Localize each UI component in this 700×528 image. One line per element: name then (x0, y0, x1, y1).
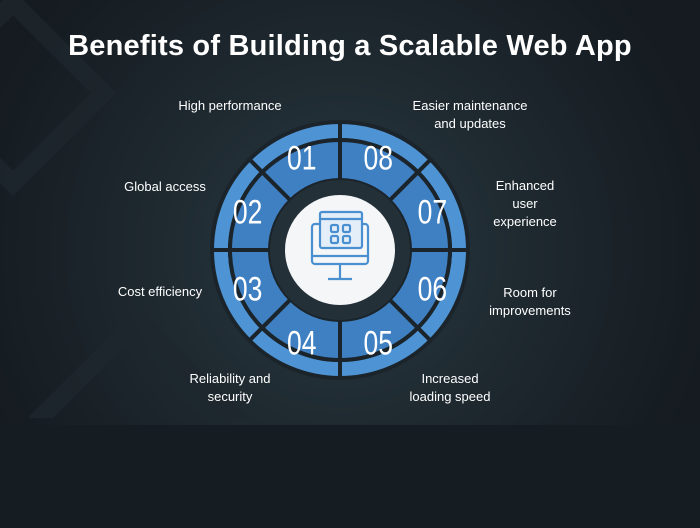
segment-number-08: 08 (364, 140, 394, 178)
segment-number-07: 07 (418, 194, 448, 232)
segment-number-03: 03 (233, 270, 263, 308)
benefits-wheel: 01 02 03 04 05 06 07 08 (212, 119, 468, 378)
web-app-monitor-icon (310, 210, 370, 281)
benefit-label-06: Room for improvements (489, 285, 571, 318)
benefit-label-04: Reliability and security (189, 371, 271, 404)
benefit-label-07: Enhanced user experience (493, 178, 557, 229)
wheel-segment-08: 08 (338, 119, 434, 204)
benefit-label-03: Cost efficiency (117, 284, 203, 299)
segment-number-01: 01 (287, 140, 317, 178)
segment-number-06: 06 (418, 270, 448, 308)
benefit-label-01: High performance (178, 98, 282, 113)
benefit-label-02: Global access (124, 179, 206, 194)
benefit-label-05: Increased loading speed (409, 371, 491, 404)
segment-number-05: 05 (364, 324, 394, 362)
segment-number-04: 04 (287, 324, 317, 362)
segment-number-02: 02 (233, 194, 263, 232)
benefit-label-08: Easier maintenance and updates (412, 98, 528, 131)
page-title: Benefits of Building a Scalable Web App (68, 30, 632, 62)
center-circle (285, 195, 395, 305)
